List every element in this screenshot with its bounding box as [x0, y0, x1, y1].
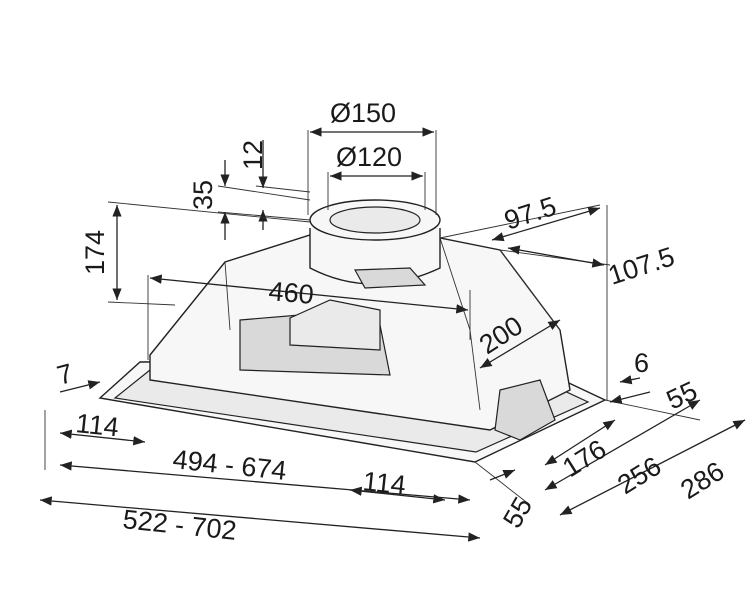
dim-side-offset-right: 55 — [662, 376, 702, 416]
dim-depth-top-a: 97.5 — [501, 191, 560, 236]
dim-cutout-width: 494 - 674 — [171, 444, 288, 486]
dim-hood-width-top: 460 — [267, 276, 315, 310]
dim-outlet-inner-diameter: Ø120 — [336, 142, 402, 172]
filter-clip — [494, 379, 556, 441]
dim-collar-offset: 35 — [188, 180, 218, 210]
dimension-lines — [39, 127, 746, 542]
dim-front-offset: 55 — [497, 492, 538, 533]
dim-depth-top-b: 107.5 — [605, 241, 679, 290]
dim-right-offset: 114 — [361, 466, 407, 500]
dim-outlet-outer-diameter: Ø150 — [330, 98, 396, 128]
dim-overall-width: 522 - 702 — [121, 504, 238, 546]
dim-cutout-depth: 176 — [557, 434, 611, 483]
dim-height: 174 — [80, 230, 110, 275]
dim-inner-depth: 256 — [612, 451, 666, 500]
dim-overall-depth: 286 — [675, 456, 729, 505]
dim-flange-left: 7 — [54, 358, 76, 391]
dim-collar-height: 12 — [238, 140, 268, 170]
outlet-collar — [309, 199, 441, 289]
dim-flange-right: 6 — [634, 348, 649, 378]
dim-left-offset: 114 — [74, 408, 120, 442]
